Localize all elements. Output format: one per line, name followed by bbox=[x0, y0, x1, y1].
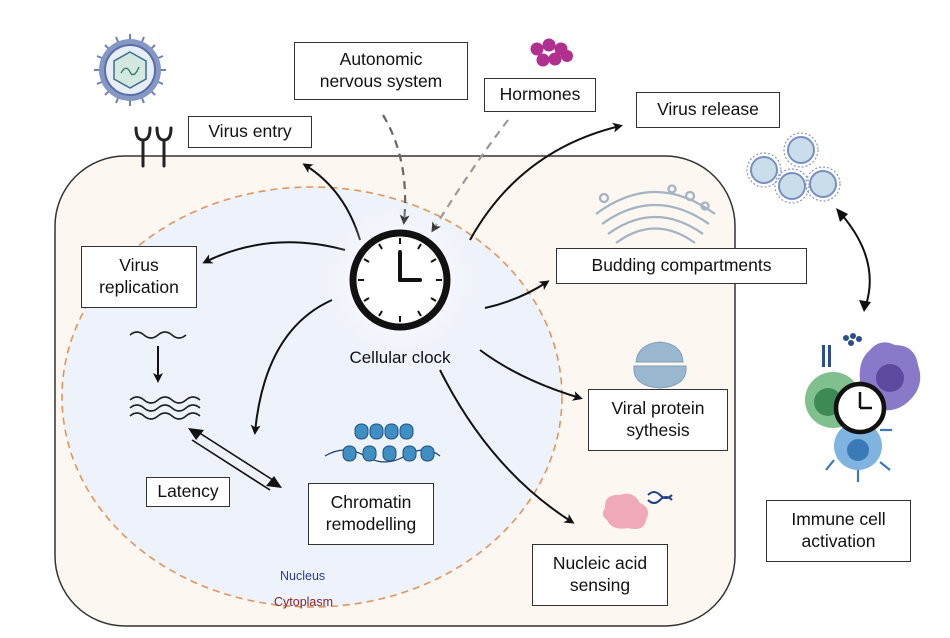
latency-double-arrow bbox=[188, 428, 282, 491]
hormones-label: Hormones bbox=[484, 78, 596, 112]
autonomic-nervous-system-label: Autonomic nervous system bbox=[294, 42, 468, 100]
cytoplasm-label: Cytoplasm bbox=[274, 595, 334, 609]
viral-genome-icon bbox=[129, 331, 201, 420]
virus-entry-label: Virus entry bbox=[188, 116, 312, 148]
cellular-clock-icon bbox=[349, 229, 451, 331]
hormone-input-arrow bbox=[431, 119, 509, 233]
clock-output-arrows bbox=[202, 122, 623, 524]
golgi-icon bbox=[595, 184, 716, 244]
virus-particle-icon bbox=[94, 34, 166, 106]
virus-replication-label: Virus replication bbox=[81, 246, 197, 308]
hormone-molecules-icon bbox=[530, 38, 573, 67]
released-virus-icon bbox=[750, 136, 837, 200]
budding-compartments-label: Budding compartments bbox=[556, 248, 807, 284]
chromatin-icon bbox=[324, 423, 441, 463]
latency-label: Latency bbox=[146, 477, 230, 507]
nucleic-acid-sensing-label: Nucleic acid sensing bbox=[532, 544, 668, 606]
immune-double-arrow bbox=[836, 208, 871, 312]
immune-cell-activation-label: Immune cell activation bbox=[766, 500, 911, 562]
cellular-clock-label: Cellular clock bbox=[349, 348, 451, 367]
receptor-icon bbox=[134, 126, 173, 168]
viral-protein-synthesis-label: Viral protein sythesis bbox=[588, 389, 728, 451]
immune-cells-icon bbox=[805, 333, 921, 482]
ribosome-icon bbox=[633, 341, 687, 389]
chromatin-remodelling-label: Chromatin remodelling bbox=[308, 483, 434, 545]
virus-release-label: Virus release bbox=[636, 92, 780, 128]
nucleic-acid-sensor-icon bbox=[602, 491, 673, 529]
nucleus-label: Nucleus bbox=[280, 569, 326, 583]
